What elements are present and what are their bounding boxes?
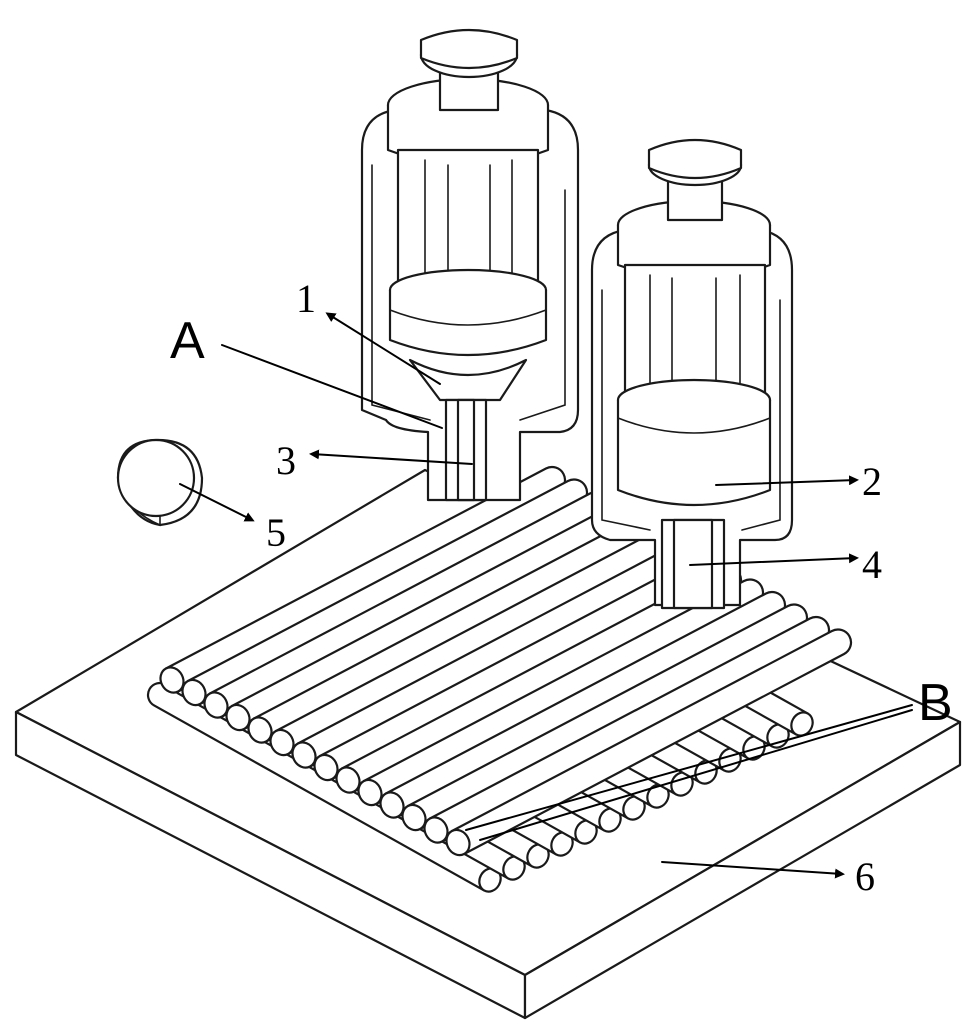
label-3: 3 bbox=[276, 438, 296, 483]
label-4: 4 bbox=[862, 542, 882, 587]
arrow-4 bbox=[689, 553, 859, 566]
leader-A bbox=[221, 344, 443, 429]
leader-B-2 bbox=[479, 709, 913, 841]
arrow-1 bbox=[325, 312, 441, 385]
arrow-6 bbox=[661, 861, 845, 879]
part-5-disc bbox=[116, 438, 204, 527]
rod-upper bbox=[379, 590, 787, 819]
label-A: A bbox=[170, 312, 205, 370]
leader-B-1 bbox=[465, 704, 913, 831]
arrow-2 bbox=[715, 475, 859, 486]
right-syringe bbox=[590, 138, 794, 610]
rod-layer-upper bbox=[159, 465, 853, 857]
arrow-5 bbox=[179, 483, 255, 522]
label-5: 5 bbox=[266, 510, 286, 555]
left-syringe bbox=[360, 28, 580, 502]
label-2: 2 bbox=[862, 459, 882, 504]
labels: 1 2 3 4 5 6 A B bbox=[170, 276, 953, 899]
arrow-3 bbox=[309, 449, 473, 465]
label-6: 6 bbox=[855, 854, 875, 899]
rod-upper bbox=[445, 628, 853, 857]
label-1: 1 bbox=[296, 276, 316, 321]
leader-lines bbox=[179, 312, 913, 879]
label-B: B bbox=[918, 674, 953, 732]
